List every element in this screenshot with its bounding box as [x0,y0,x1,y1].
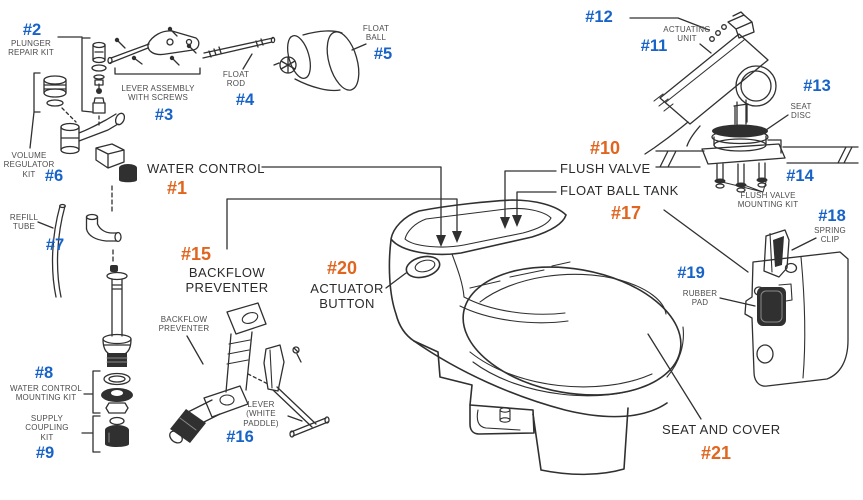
label-float-ball: FLOAT BALL [362,24,390,43]
part-number-5[interactable]: #5 [373,45,393,63]
label-rubber-pad: RUBBER PAD [682,289,718,308]
volume-regulator-kit-drawing [29,72,77,149]
label-spring-clip: SPRING CLIP [814,226,846,245]
actuating-unit-drawing [629,11,777,155]
part-number-12[interactable]: #12 [585,8,613,26]
part-number-1[interactable]: #1 [166,178,188,198]
misc-leader-lines [385,209,749,420]
part-number-16[interactable]: #16 [226,428,254,446]
water-control-mounting-kit-drawing [83,370,133,414]
part-number-19[interactable]: #19 [677,264,705,282]
part-number-21[interactable]: #21 [700,443,732,463]
part-number-7[interactable]: #7 [45,236,65,254]
float-rod-drawing [202,36,276,70]
label-backflow-preventer: BACKFLOW PREVENTER [185,265,269,296]
label-flush-valve-mounting-kit: FLUSH VALVE MOUNTING KIT [737,191,799,210]
label-backflow-preventer-small: BACKFLOW PREVENTER [158,315,210,334]
water-control-drawing [60,112,137,213]
label-refill-tube: REFILL TUBE [9,213,39,232]
part-number-14[interactable]: #14 [786,167,814,185]
label-float-rod: FLOAT ROD [222,70,250,89]
label-supply-coupling-kit: SUPPLY COUPLING KIT [25,414,69,442]
water-control-body-drawing [85,213,132,367]
label-actuator-button: ACTUATOR BUTTON [310,281,384,312]
flush-valve-assembly-drawing [655,103,859,193]
supply-coupling-kit-drawing [81,415,129,453]
spring-clip-drawing [763,229,817,278]
toilet-drawing [388,199,684,476]
part-number-10[interactable]: #10 [589,138,621,158]
label-volume-regulator-kit: VOLUME REGULATOR KIT [3,151,55,179]
float-ball-drawing [273,30,367,92]
rubber-pad-bracket-drawing [719,251,849,387]
part-number-15[interactable]: #15 [180,244,212,264]
part-number-20[interactable]: #20 [326,258,358,278]
part-number-6[interactable]: #6 [44,167,64,185]
part-number-17[interactable]: #17 [610,203,642,223]
part-number-8[interactable]: #8 [34,364,54,382]
lever-assembly-drawing [107,26,201,75]
label-water-control: WATER CONTROL [147,161,265,176]
lever-white-paddle-drawing [247,344,330,438]
label-lever-assembly: LEVER ASSEMBLY WITH SCREWS [121,84,195,103]
part-number-2[interactable]: #2 [22,21,42,39]
label-actuating-unit: ACTUATING UNIT [663,25,711,44]
label-water-control-mounting-kit: WATER CONTROL MOUNTING KIT [10,384,82,403]
part-number-4[interactable]: #4 [235,91,255,109]
label-seat-disc: SEAT DISC [790,102,812,121]
label-float-ball-tank: FLOAT BALL TANK [560,183,679,198]
label-seat-and-cover: SEAT AND COVER [662,422,781,437]
label-plunger-repair-kit: PLUNGER REPAIR KIT [8,39,54,58]
backflow-preventer-drawing [169,302,267,444]
label-flush-valve: FLUSH VALVE [560,161,651,176]
part-number-18[interactable]: #18 [818,207,846,225]
refill-tube-drawing [37,203,66,298]
part-number-3[interactable]: #3 [154,106,174,124]
part-number-13[interactable]: #13 [803,77,831,95]
part-number-9[interactable]: #9 [35,444,55,462]
part-number-11[interactable]: #11 [640,37,668,55]
label-lever-white-paddle: LEVER (WHITE PADDLE) [243,400,279,428]
